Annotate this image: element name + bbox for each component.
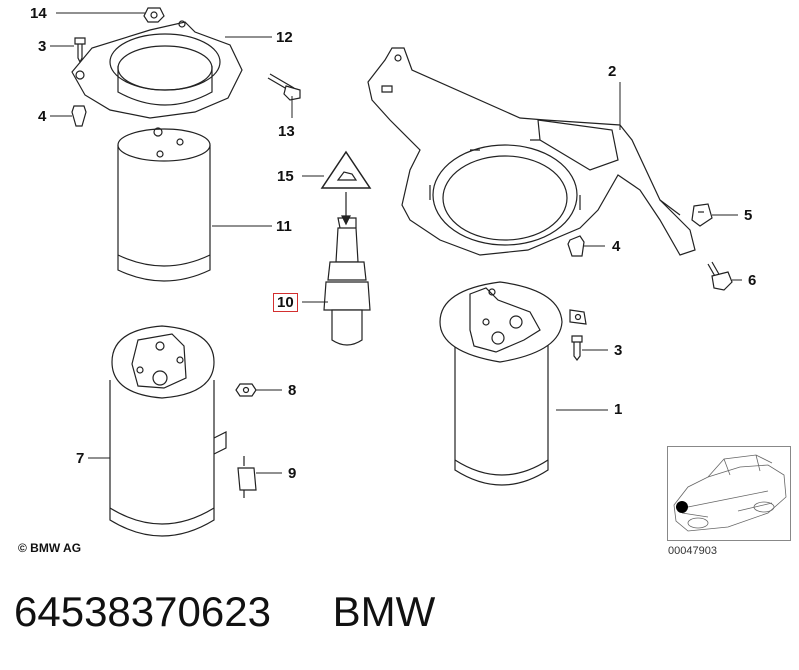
callout-5: 5 (744, 207, 753, 224)
nut-8 (235, 383, 257, 397)
clip-5 (691, 203, 713, 227)
nut-14 (143, 7, 165, 23)
diagram-id: 00047903 (668, 545, 717, 557)
callout-14: 14 (30, 5, 47, 22)
callout-2: 2 (608, 63, 617, 80)
car-outline-icon (673, 454, 787, 532)
drier-7 (109, 325, 227, 537)
clip-4-top (71, 105, 87, 127)
pressure-switch-10 (323, 217, 371, 346)
callout-3-top: 3 (38, 38, 47, 55)
callout-6: 6 (748, 272, 757, 289)
callout-9: 9 (288, 465, 297, 482)
callout-15: 15 (277, 168, 294, 185)
brand-name: BMW (332, 588, 436, 635)
parts-diagram (50, 7, 742, 537)
callout-4-top: 4 (38, 108, 47, 125)
callout-10: 10 (273, 293, 298, 312)
screw-6 (707, 261, 733, 291)
callout-12: 12 (276, 29, 293, 46)
callout-13: 13 (278, 123, 295, 140)
warning-triangle-15 (320, 150, 372, 226)
callout-1: 1 (614, 401, 623, 418)
callout-11: 11 (276, 218, 292, 235)
clip-4-right (567, 235, 585, 257)
leader-lines (50, 12, 742, 474)
bracket-2 (367, 47, 696, 256)
drier-1 (439, 281, 587, 486)
callout-7: 7 (76, 450, 85, 467)
callout-8: 8 (288, 382, 297, 399)
part-number: 64538370623 (14, 588, 271, 635)
screw-3-top (74, 37, 86, 64)
screw-3-right (571, 335, 583, 361)
copyright-text: © BMW AG (18, 541, 82, 555)
callout-3-right: 3 (614, 342, 623, 359)
bolt-9 (237, 456, 257, 498)
callout-4-right: 4 (612, 238, 621, 255)
vehicle-locator-thumbnail (667, 446, 791, 541)
drier-11 (117, 127, 211, 282)
mounting-ring-12 (71, 20, 243, 119)
bolt-13 (267, 73, 301, 101)
footer: 64538370623 BMW (14, 588, 794, 648)
